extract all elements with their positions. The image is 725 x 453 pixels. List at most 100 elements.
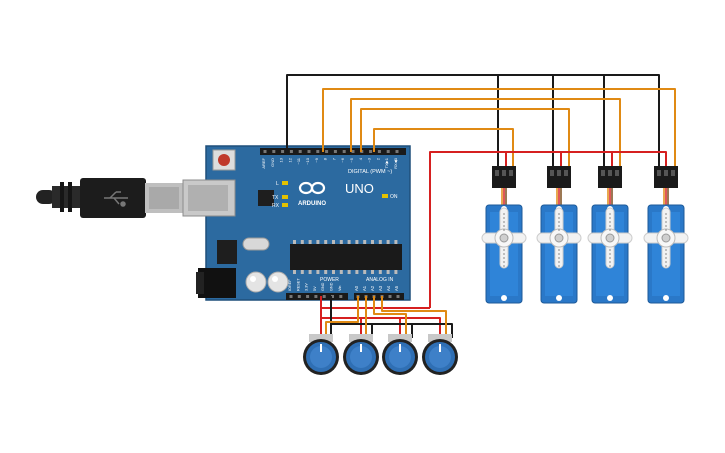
wire-5v-bus[interactable] [429, 151, 667, 308]
power-pin-label: 5V [313, 286, 317, 291]
wire-signal-servo-3[interactable] [350, 98, 621, 168]
chip-pin [371, 240, 374, 244]
servo-horn[interactable] [481, 207, 527, 269]
potentiometer[interactable] [303, 334, 339, 375]
analog-pin-label: A5 [394, 285, 399, 291]
pot-legs [428, 334, 452, 342]
reset-button[interactable] [212, 149, 236, 171]
digital-pin-hole[interactable] [325, 150, 329, 153]
power-pin-hole[interactable] [306, 295, 310, 298]
digital-pin-label: 2 [375, 157, 380, 160]
servo-horn[interactable] [643, 207, 689, 269]
digital-pin-label: ~3 [367, 157, 372, 162]
power-pin-label: RESET [296, 278, 300, 291]
chip-pin [378, 270, 382, 274]
power-pin-hole[interactable] [289, 295, 293, 298]
label-l: L [276, 181, 279, 187]
digital-pin-hole[interactable] [395, 150, 399, 153]
wire-signal-servo-1[interactable] [373, 128, 514, 168]
digital-pin-hole[interactable] [289, 150, 293, 153]
servo-motor[interactable] [643, 166, 689, 304]
chip-pin [363, 240, 367, 244]
digital-pin-label: 8 [323, 157, 328, 160]
brand-text: ARDUINO [298, 201, 326, 207]
digital-pin-hole[interactable] [281, 150, 285, 153]
chip-pin [394, 240, 398, 244]
servo-motor[interactable] [587, 166, 633, 304]
voltage-regulator [217, 240, 237, 264]
digital-pin-hole[interactable] [307, 150, 311, 153]
chip-pin [293, 270, 296, 274]
chip-pin [371, 270, 374, 274]
digital-pin-hole[interactable] [263, 150, 267, 153]
digital-pin-hole[interactable] [377, 150, 381, 153]
wire-a2-pot-3[interactable] [373, 296, 407, 338]
analog-pin-label: A3 [378, 285, 383, 291]
digital-pin-hole[interactable] [351, 150, 355, 153]
power-pin-hole[interactable] [339, 295, 343, 298]
label-on: ON [390, 194, 398, 200]
digital-pin-hole[interactable] [316, 150, 320, 153]
dc-power-jack [198, 268, 236, 298]
power-pin-label: 3.3V [305, 283, 309, 291]
analog-pin-label: A2 [370, 285, 375, 291]
chip-pin [355, 270, 359, 274]
chip-pin [378, 240, 382, 244]
capacitor [245, 271, 267, 293]
power-pin-label: GND [321, 282, 325, 291]
digital-pin-hole[interactable] [333, 150, 337, 153]
usb-cable[interactable] [36, 178, 183, 218]
digital-pin-hole[interactable] [369, 150, 373, 153]
digital-header [260, 148, 406, 155]
chip-pin [332, 270, 335, 274]
wire-signal-servo-4[interactable] [322, 88, 676, 168]
power-pin-hole[interactable] [314, 295, 318, 298]
servo-horn[interactable] [536, 207, 582, 269]
usb-symbol-icon [104, 191, 128, 207]
digital-pin-label: AREF [261, 157, 266, 168]
power-pin-hole[interactable] [297, 295, 301, 298]
digital-pin-label: GND [270, 158, 275, 167]
servo-connector [598, 166, 622, 188]
label-rx: RX [272, 203, 280, 209]
digital-label: DIGITAL (PWM ~) [348, 169, 392, 175]
potentiometer[interactable] [422, 334, 458, 375]
wire-a3-pot-4[interactable] [381, 296, 447, 338]
chip-pin [355, 240, 359, 244]
digital-pin-label: ~9 [314, 157, 319, 162]
chip-pin [316, 270, 320, 274]
wire-a0-pot-1[interactable] [325, 296, 359, 338]
chip-pin [386, 270, 390, 274]
digital-pin-hole[interactable] [386, 150, 390, 153]
servo-motor[interactable] [536, 166, 582, 304]
digital-pin-label: 12 [287, 157, 292, 162]
analog-pin-hole[interactable] [396, 295, 400, 298]
servo-connector [547, 166, 571, 188]
led-on [382, 194, 388, 198]
analog-pin-hole[interactable] [388, 295, 392, 298]
chip-pin [308, 270, 312, 274]
wire-5v-pots[interactable] [320, 308, 441, 338]
wire-signal-servo-2[interactable] [360, 108, 570, 168]
servo-horn[interactable] [587, 207, 633, 269]
servo-motor[interactable] [481, 166, 527, 304]
digital-pin-label: ~6 [340, 157, 345, 162]
power-pin-hole[interactable] [331, 295, 334, 298]
analog-pin-label: A4 [386, 285, 391, 291]
chip-pin [363, 270, 367, 274]
led-l [282, 181, 288, 185]
chip-pin [347, 240, 351, 244]
power-pin-hole[interactable] [322, 295, 326, 298]
digital-pin-hole[interactable] [272, 150, 276, 153]
crystal-oscillator [242, 237, 270, 251]
digital-pin-hole[interactable] [298, 150, 302, 153]
potentiometer[interactable] [382, 334, 418, 375]
digital-pin-hole[interactable] [342, 150, 346, 153]
wire-gnd-bus[interactable] [286, 74, 660, 168]
potentiometer[interactable] [343, 334, 379, 375]
analog-pin-label: A0 [354, 285, 359, 291]
wire-gnd-pots[interactable] [330, 296, 453, 338]
digital-pin-label: ~11 [296, 157, 301, 164]
